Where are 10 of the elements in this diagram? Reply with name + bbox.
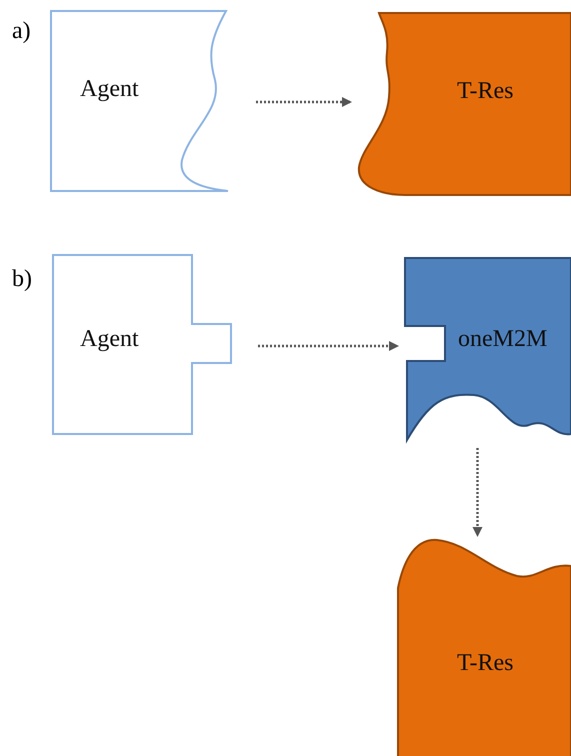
panel-label: a) xyxy=(12,18,31,45)
node-label: Agent xyxy=(80,76,139,103)
panel-label: b) xyxy=(12,266,32,293)
arrow xyxy=(258,341,399,351)
node-label: T-Res xyxy=(457,78,514,105)
node-label: T-Res xyxy=(457,650,514,677)
node-label: Agent xyxy=(80,326,139,353)
arrow xyxy=(472,448,482,537)
arrow xyxy=(256,97,352,107)
node-label: oneM2M xyxy=(458,326,548,353)
